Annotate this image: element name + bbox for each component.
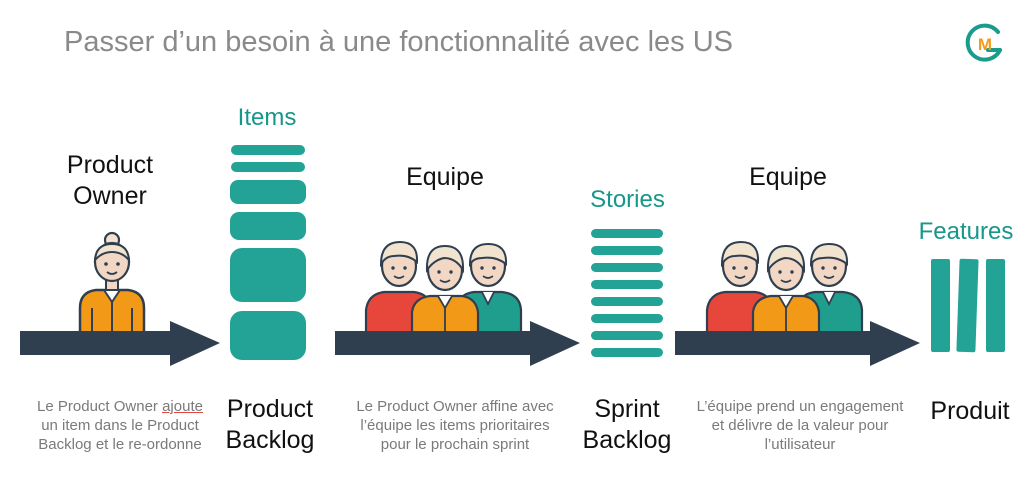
gm-logo-icon: M (965, 23, 1002, 62)
sprint-backlog-line2: Backlog (582, 426, 672, 454)
stories-title: Stories (590, 186, 665, 213)
team-1-icon (364, 240, 523, 334)
description-2: Le Product Owner affine avec l’équipe le… (340, 397, 570, 454)
product-owner-label: Product Owner (55, 150, 165, 212)
feature-bar-1 (931, 259, 950, 352)
produit-label: Produit (930, 397, 1010, 425)
description-3-line1: L’équipe prend un engagement (696, 398, 904, 415)
items-title: Items (237, 104, 297, 131)
features-bars (931, 258, 1005, 353)
product-owner-line1: Product (66, 151, 154, 179)
product-backlog-line2: Backlog (225, 426, 315, 454)
description-2-line2: l’équipe les items prioritaires (360, 417, 550, 434)
product-owner-icon (78, 231, 146, 334)
arrow-3 (675, 321, 920, 366)
features-title: Features (918, 218, 1014, 245)
sprint-backlog-stack (591, 229, 663, 357)
product-backlog-label: Product Backlog (210, 394, 330, 456)
description-2-line3: pour le prochain sprint (380, 436, 530, 453)
page-title: Passer d’un besoin à une fonctionnalité … (64, 26, 734, 58)
description-1: Le Product Owner ajoute un item dans le … (22, 397, 218, 454)
product-backlog-stack (229, 145, 309, 360)
description-1-line1: Le Product Owner ajoute (37, 398, 203, 415)
description-3-line2: et délivre de la valeur pour (711, 417, 889, 434)
product-owner-line2: Owner (73, 182, 147, 210)
description-3-line3: l’utilisateur (764, 436, 836, 453)
sprint-backlog-label: Sprint Backlog (567, 394, 687, 456)
arrow-2 (335, 321, 580, 366)
product-backlog-line1: Product (226, 395, 314, 423)
team-1-label: Equipe (406, 163, 484, 191)
description-3: L’équipe prend un engagement et délivre … (680, 397, 920, 454)
description-1-line2: un item dans le Product (41, 417, 199, 434)
team-2-label: Equipe (749, 163, 827, 191)
feature-bar-3 (986, 259, 1005, 352)
description-1-line3: Backlog et le re-ordonne (38, 436, 202, 453)
team-2-icon (705, 240, 864, 334)
description-2-line1: Le Product Owner affine avec (356, 398, 554, 415)
underlined-word: ajoute (162, 398, 203, 415)
arrow-1 (20, 321, 220, 366)
sprint-backlog-line1: Sprint (594, 395, 660, 423)
feature-bar-2 (956, 258, 979, 353)
logo-letter: M (978, 35, 992, 54)
